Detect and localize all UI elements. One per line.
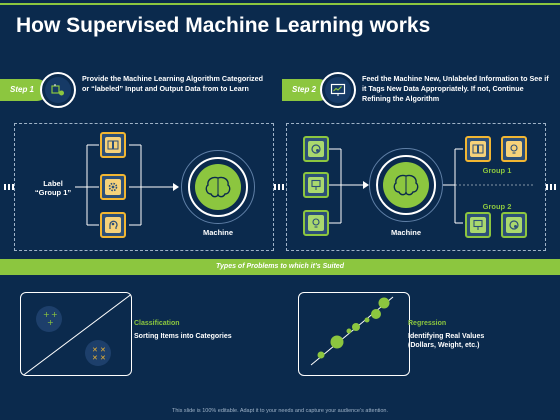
regression-description-line1: Identifying Real Values xyxy=(408,333,485,340)
left-connectors xyxy=(75,144,179,226)
machine-brain-icon xyxy=(376,155,436,215)
bulb-head-icon xyxy=(501,136,527,162)
step-2-banner: Step 2 xyxy=(282,79,330,101)
gear-icon xyxy=(100,174,126,200)
svg-text:+: + xyxy=(47,318,54,327)
monitor-chart-icon xyxy=(325,77,351,103)
svg-text:✕: ✕ xyxy=(92,346,98,354)
footer-note: This slide is 100% editable. Adapt it to… xyxy=(171,408,389,414)
label-line2: “Group 1” xyxy=(34,188,72,197)
regression-card xyxy=(298,292,410,376)
machine-outer-ring xyxy=(181,150,255,224)
left-panel: Label “Group 1” Machine xyxy=(14,123,274,251)
step-1-text: Provide the Machine Learning Algorithm C… xyxy=(82,74,264,93)
svg-text:+: + xyxy=(43,310,50,319)
machine-brain-icon xyxy=(188,157,248,217)
machine-outer-ring xyxy=(369,148,443,222)
label-line1: Label xyxy=(43,179,63,188)
brain-head-icon xyxy=(100,212,126,238)
group-2-label: Group 2 xyxy=(482,202,512,211)
step-1-badge xyxy=(40,72,76,108)
regression-description: Identifying Real Values (Dollars, Weight… xyxy=(408,332,484,350)
classification-description: Sorting Items into Categories xyxy=(134,333,232,340)
page-title: How Supervised Machine Learning works xyxy=(16,14,431,37)
step-1-label: Step 1 xyxy=(10,85,35,94)
svg-text:✕: ✕ xyxy=(100,346,106,354)
classification-illustration: + + + ✕ ✕ ✕ ✕ xyxy=(22,293,131,375)
step-2-label: Step 2 xyxy=(292,85,317,94)
book-icon xyxy=(465,136,491,162)
machine-learning-icon xyxy=(45,77,71,103)
left-machine-label: Machine xyxy=(202,228,233,237)
left-edge-hatch xyxy=(4,184,16,190)
right-machine-label: Machine xyxy=(390,228,421,237)
classification-title: Classification xyxy=(134,320,180,327)
group-1-label: Group 1 xyxy=(482,166,512,175)
book-icon xyxy=(100,132,126,158)
svg-text:✕: ✕ xyxy=(92,354,98,362)
types-of-problems-banner: Types of Problems to which it’s Suited xyxy=(0,259,560,275)
right-connectors xyxy=(329,148,535,224)
presentation-icon xyxy=(465,212,491,238)
presentation-icon xyxy=(303,172,329,198)
svg-text:✕: ✕ xyxy=(100,354,106,362)
brain-gear-icon xyxy=(501,212,527,238)
regression-illustration xyxy=(310,296,394,366)
svg-text:+: + xyxy=(51,310,58,319)
top-accent-line xyxy=(0,3,560,5)
step-2-text: Feed the Machine New, Unlabeled Informat… xyxy=(362,74,549,103)
right-edge-hatch xyxy=(546,184,558,190)
regression-description-line2: (Dollars, Weight, etc.) xyxy=(408,342,480,349)
classification-card: + + + ✕ ✕ ✕ ✕ xyxy=(20,292,132,376)
label-group-1: Label “Group 1” xyxy=(25,179,81,197)
regression-title: Regression xyxy=(408,320,447,327)
middle-hatch xyxy=(274,184,286,190)
brain-gear-icon xyxy=(303,136,329,162)
step-2-badge xyxy=(320,72,356,108)
right-panel: Machine Group 1 Group 2 xyxy=(286,123,546,251)
bulb-icon xyxy=(303,210,329,236)
step-1-banner: Step 1 xyxy=(0,79,48,101)
